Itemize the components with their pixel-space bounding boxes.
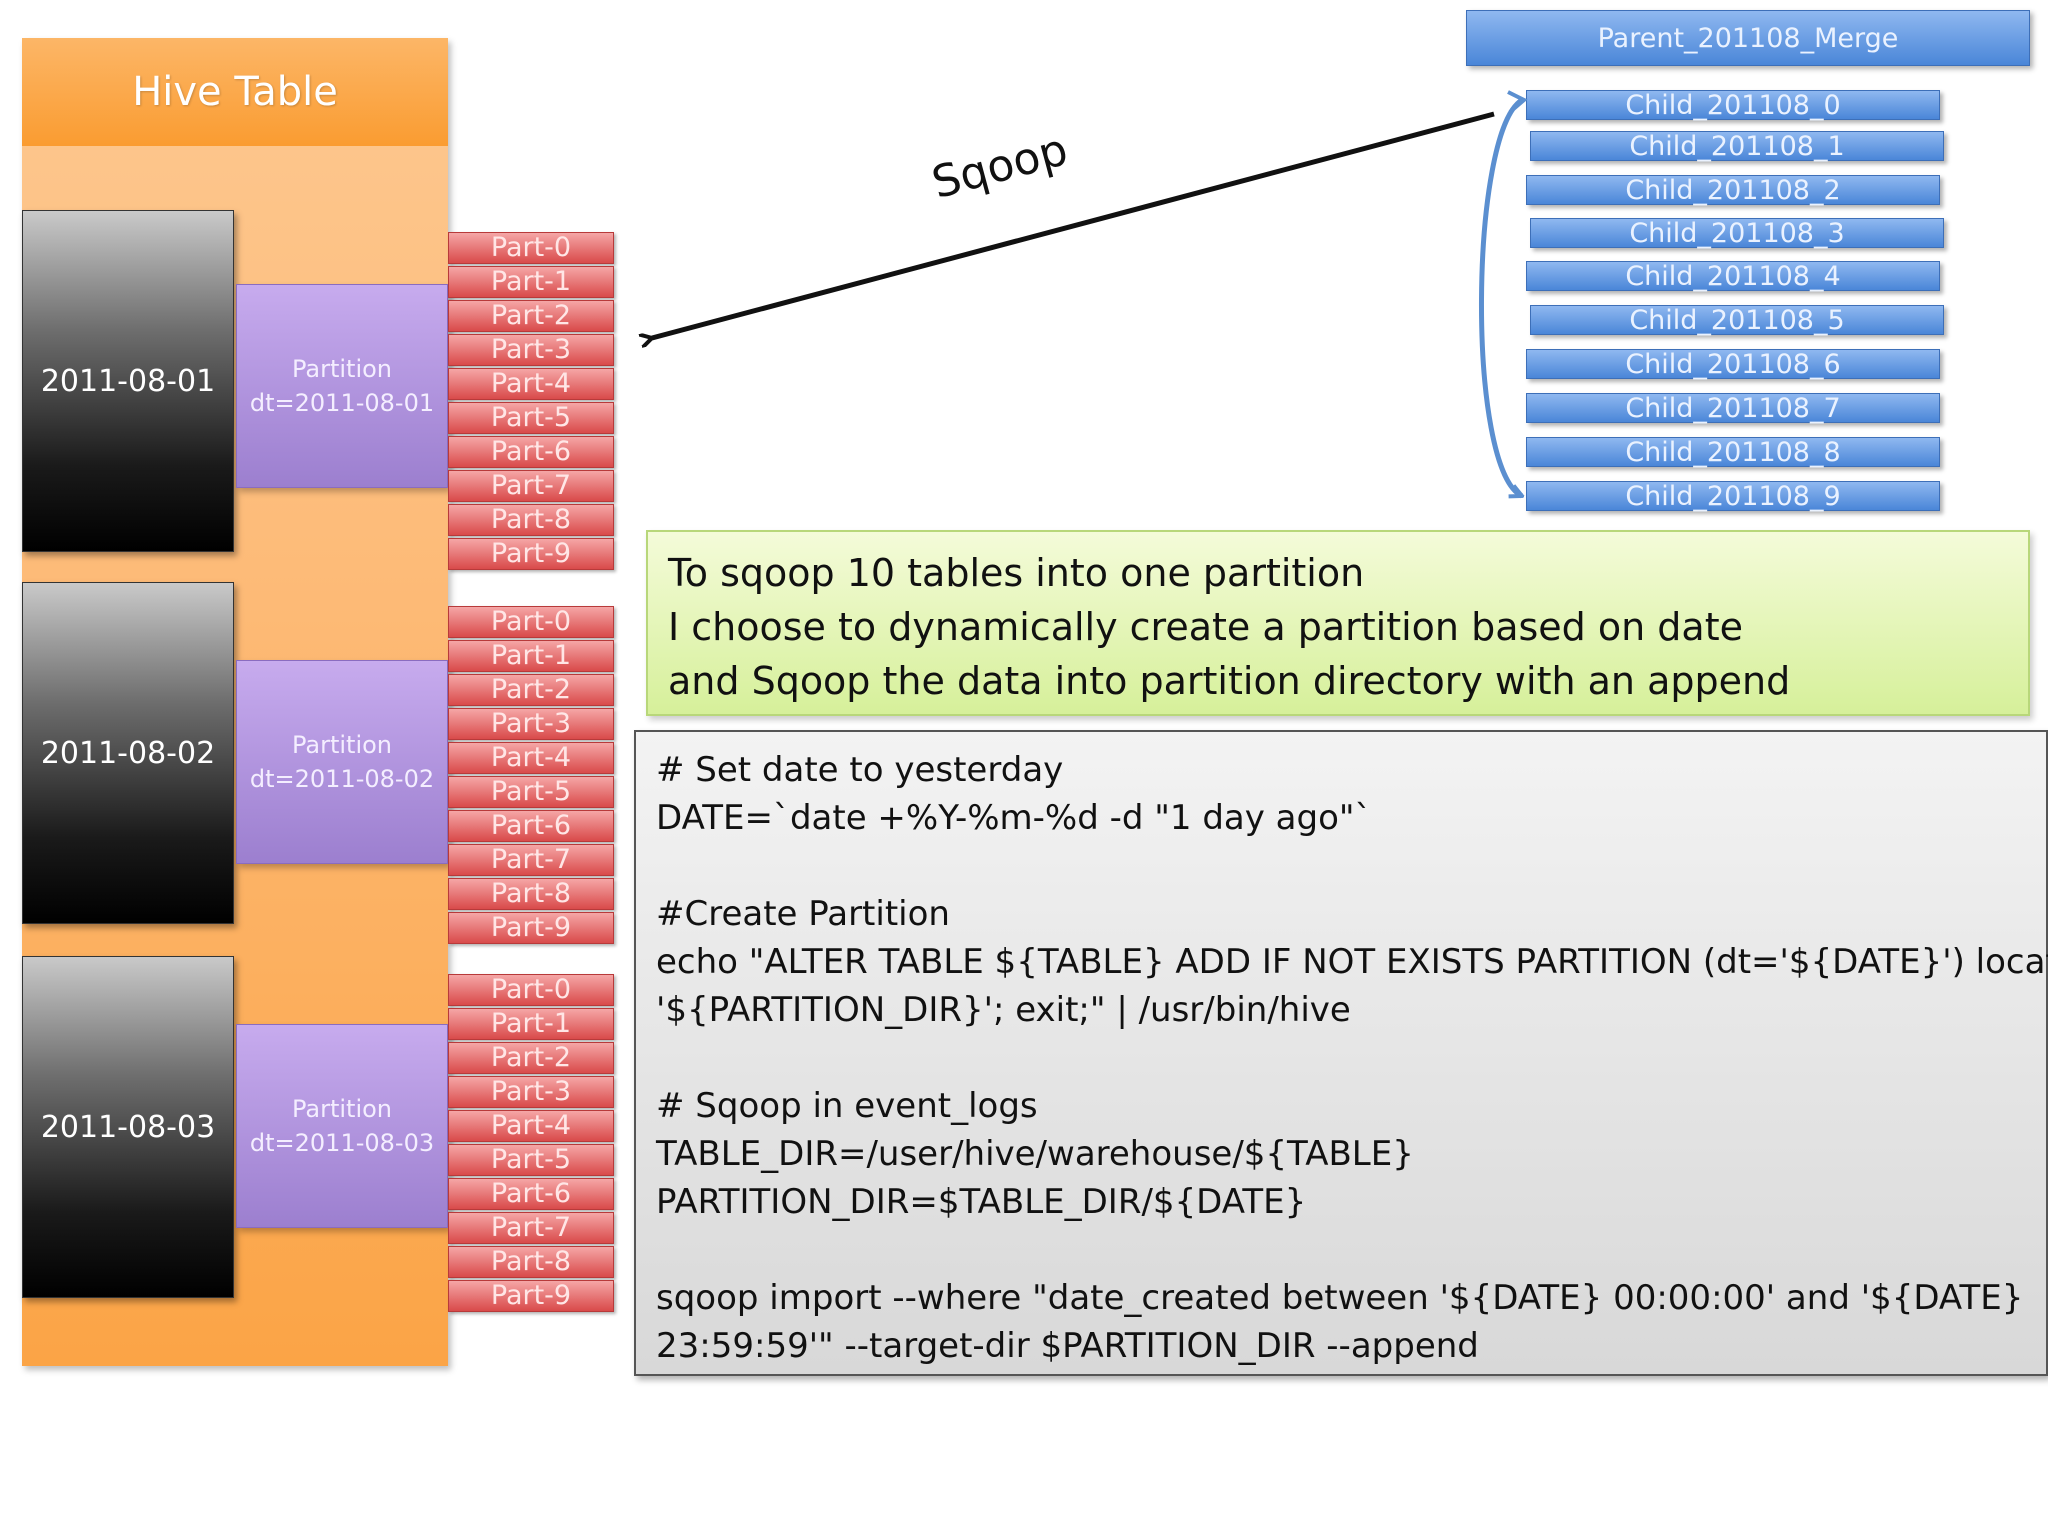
child-table: Child_201108_2 xyxy=(1526,175,1940,206)
part-block: Part-5 xyxy=(448,776,614,808)
code-line: 23:59:59'" --target-dir $PARTITION_DIR -… xyxy=(656,1326,1479,1366)
note-box: To sqoop 10 tables into one partition I … xyxy=(646,530,2030,716)
part-block: Part-6 xyxy=(448,810,614,842)
code-line: echo "ALTER TABLE ${TABLE} ADD IF NOT EX… xyxy=(656,942,2048,982)
code-line: # Sqoop in event_logs xyxy=(656,1086,1038,1126)
partition-key: dt=2011-08-01 xyxy=(249,389,435,417)
part-block: Part-4 xyxy=(448,1110,614,1142)
code-line: sqoop import --where "date_created betwe… xyxy=(656,1278,2024,1318)
hive-table-title: Hive Table xyxy=(22,38,448,146)
child-table: Child_201108_4 xyxy=(1526,261,1940,292)
part-block: Part-2 xyxy=(448,1042,614,1074)
partition-title: Partition xyxy=(291,731,393,759)
child-table: Child_201108_3 xyxy=(1530,218,1944,249)
part-block: Part-2 xyxy=(448,674,614,706)
part-block: Part-3 xyxy=(448,1076,614,1108)
partition-key: dt=2011-08-02 xyxy=(249,765,435,793)
note-line: and Sqoop the data into partition direct… xyxy=(668,659,1791,703)
child-table: Child_201108_8 xyxy=(1526,437,1940,468)
code-line: DATE=`date +%Y-%m-%d -d "1 day ago"` xyxy=(656,798,1372,838)
part-block: Part-5 xyxy=(448,1144,614,1176)
partition-block-2011-08-02: Partition dt=2011-08-02 xyxy=(236,660,448,864)
code-line: '${PARTITION_DIR}'; exit;" | /usr/bin/hi… xyxy=(656,990,1351,1030)
children-bracket-arrow xyxy=(1479,97,1522,496)
child-table: Child_201108_0 xyxy=(1526,90,1940,121)
part-block: Part-1 xyxy=(448,640,614,672)
part-block: Part-6 xyxy=(448,436,614,468)
date-block-2011-08-01: 2011-08-01 xyxy=(22,210,234,552)
part-block: Part-0 xyxy=(448,974,614,1006)
part-block: Part-3 xyxy=(448,708,614,740)
part-block: Part-5 xyxy=(448,402,614,434)
part-block: Part-7 xyxy=(448,844,614,876)
code-box: # Set date to yesterday DATE=`date +%Y-%… xyxy=(634,730,2048,1376)
part-block: Part-3 xyxy=(448,334,614,366)
part-block: Part-1 xyxy=(448,266,614,298)
code-line xyxy=(656,842,2026,890)
sqoop-arrow xyxy=(652,111,1495,338)
note-line: To sqoop 10 tables into one partition xyxy=(668,551,1365,595)
part-block: Part-4 xyxy=(448,368,614,400)
code-line: PARTITION_DIR=$TABLE_DIR/${DATE} xyxy=(656,1182,1307,1222)
part-block: Part-9 xyxy=(448,912,614,944)
part-block: Part-8 xyxy=(448,878,614,910)
date-block-2011-08-03: 2011-08-03 xyxy=(22,956,234,1298)
part-block: Part-7 xyxy=(448,470,614,502)
children-bracket-top-head xyxy=(1507,90,1528,114)
child-table: Child_201108_6 xyxy=(1526,349,1940,380)
part-block: Part-6 xyxy=(448,1178,614,1210)
code-line xyxy=(656,1034,2026,1082)
partition-title: Partition xyxy=(291,1095,393,1123)
date-block-2011-08-02: 2011-08-02 xyxy=(22,582,234,924)
partition-block-2011-08-03: Partition dt=2011-08-03 xyxy=(236,1024,448,1228)
part-block: Part-8 xyxy=(448,504,614,536)
part-block: Part-9 xyxy=(448,538,614,570)
code-line xyxy=(656,1226,2026,1274)
child-table: Child_201108_9 xyxy=(1526,481,1940,512)
partition-title: Partition xyxy=(291,355,393,383)
code-line: # Set date to yesterday xyxy=(656,750,1064,790)
part-block: Part-2 xyxy=(448,300,614,332)
part-block: Part-1 xyxy=(448,1008,614,1040)
code-line: TABLE_DIR=/user/hive/warehouse/${TABLE} xyxy=(656,1134,1414,1174)
part-block: Part-0 xyxy=(448,606,614,638)
part-block: Part-0 xyxy=(448,232,614,264)
note-line: I choose to dynamically create a partiti… xyxy=(668,605,1743,649)
parent-table: Parent_201108_Merge xyxy=(1466,10,2030,66)
child-table: Child_201108_7 xyxy=(1526,393,1940,424)
part-block: Part-8 xyxy=(448,1246,614,1278)
part-block: Part-7 xyxy=(448,1212,614,1244)
part-block: Part-4 xyxy=(448,742,614,774)
partition-key: dt=2011-08-03 xyxy=(249,1129,435,1157)
child-table: Child_201108_1 xyxy=(1530,131,1944,162)
child-table: Child_201108_5 xyxy=(1530,305,1944,336)
code-line: #Create Partition xyxy=(656,894,950,934)
part-block: Part-9 xyxy=(448,1280,614,1312)
partition-block-2011-08-01: Partition dt=2011-08-01 xyxy=(236,284,448,488)
